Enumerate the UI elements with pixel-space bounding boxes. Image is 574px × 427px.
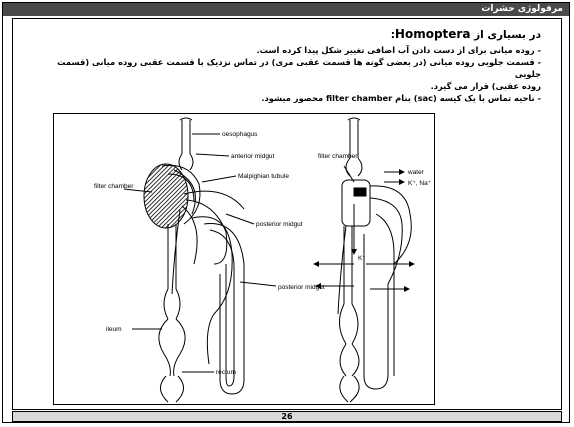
- text-block: در بسیاری از Homoptera: - روده میانی برا…: [41, 27, 541, 104]
- heading: در بسیاری از Homoptera:: [41, 27, 541, 41]
- label-k-plus: K⁺: [358, 255, 366, 262]
- line4-part-a: - ناحیه تماس با یک کیسه (: [433, 93, 541, 103]
- label-anterior-midgut: anterior midgut: [231, 153, 275, 160]
- left-gut: [124, 118, 276, 402]
- label-oesophagus: oesophagus: [222, 131, 258, 138]
- right-gut: [338, 118, 411, 402]
- label-ions: K⁺, Na⁺: [408, 180, 432, 187]
- gut-diagram-svg: oesophagus anterior midgut Malpighian tu…: [54, 114, 434, 404]
- line4-filter-chamber: filter chamber: [326, 93, 392, 103]
- line4-sac: sac: [418, 93, 433, 103]
- label-filter-chamber-right: filter chamber: [318, 153, 358, 160]
- label-filter-chamber-left: filter chamber: [94, 183, 134, 190]
- slide-title: مرفولوژی حشرات: [3, 3, 569, 16]
- heading-latin: Homoptera: [395, 27, 471, 41]
- heading-prefix: در بسیاری از: [474, 29, 541, 41]
- label-posterior-midgut-2: posterior midgut: [278, 284, 325, 291]
- bullet-line-3: روده عقبی) قرار می گیرد.: [41, 80, 541, 92]
- bullet-line-1: - روده میانی برای از دست دادن آب اضافی ت…: [41, 44, 541, 56]
- label-rectum: rectum: [216, 369, 236, 376]
- gut-diagram: oesophagus anterior midgut Malpighian tu…: [53, 113, 435, 405]
- label-malpighian-tubule: Malpighian tubule: [238, 173, 289, 180]
- label-posterior-midgut-1: posterior midgut: [256, 221, 303, 228]
- slide-content: در بسیاری از Homoptera: - روده میانی برا…: [12, 18, 562, 410]
- label-water: water: [407, 169, 425, 176]
- bullet-line-2: - قسمت جلویی روده میانی (در بعضی گونه ها…: [41, 56, 541, 80]
- line4-part-e: محصور میشود.: [261, 93, 323, 103]
- label-ileum: ileum: [106, 326, 122, 333]
- bullet-line-4: - ناحیه تماس با یک کیسه (sac) بنام filte…: [41, 92, 541, 104]
- page-number: 26: [12, 411, 562, 422]
- line4-part-c: ) بنام: [395, 93, 417, 103]
